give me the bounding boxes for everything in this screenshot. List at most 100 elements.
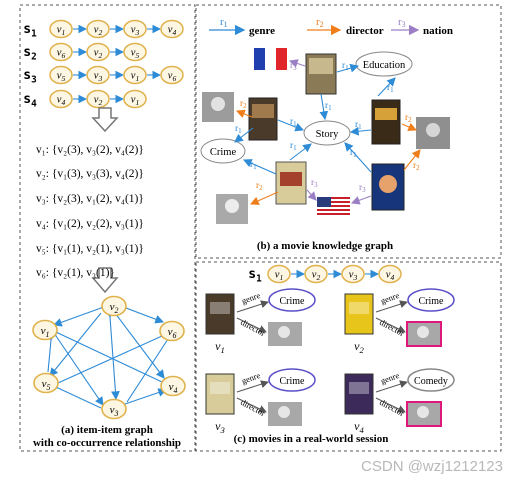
kg-edge-label: r3: [359, 183, 366, 194]
graph-node: [160, 375, 186, 397]
session-label: s1: [23, 22, 37, 39]
item-node-label: v1: [57, 25, 65, 38]
item-node-label: v5: [131, 48, 140, 61]
kg-edge-label: r2: [240, 99, 247, 110]
legend-genre: genre: [249, 25, 275, 37]
kg-edge-label: r1: [290, 141, 297, 152]
movie-poster: [205, 373, 235, 415]
item-node: [49, 65, 73, 85]
legend-r1-symbol: r1: [220, 16, 228, 29]
item-node-label: v1: [131, 71, 139, 84]
movie-poster: [344, 373, 374, 415]
kg-edges: [234, 59, 421, 205]
graph-node-label: v3: [110, 404, 119, 418]
kg-node-story-label: Story: [316, 129, 340, 140]
cooc-line: v₆: {v₂(1), v₃(1)}: [36, 267, 115, 279]
item-node-label: v2: [312, 270, 321, 283]
movie-poster: [344, 293, 374, 335]
kg-edge-label: r1: [235, 124, 242, 135]
item-node: [49, 42, 73, 62]
item-node: [86, 65, 110, 85]
director-edge-label: director: [378, 317, 406, 338]
item-node-label: v2: [94, 25, 103, 38]
movie-cards: v1genredirectorCrimev2genredirectorCrime…: [205, 288, 455, 435]
genre-edge-label: genre: [379, 290, 400, 306]
watermark: CSDN @wzj1212123: [361, 458, 503, 475]
genre-node-label: Crime: [419, 296, 445, 307]
kg-node-crime: [200, 138, 246, 164]
panel-c-border: [195, 261, 502, 452]
item-node: [86, 42, 110, 62]
caption-b: (b) a movie knowledge graph: [257, 240, 393, 252]
legend-nation: nation: [423, 25, 453, 37]
item-node-label: v4: [57, 95, 66, 108]
item-node: [304, 264, 328, 284]
kg-edge-label: r2: [405, 113, 412, 124]
item-node: [86, 19, 110, 39]
cooc-line: v₁: {v₂(3), v₃(2), v₄(2)}: [36, 144, 144, 156]
down-arrow-1: [91, 107, 119, 133]
item-node: [378, 264, 402, 284]
item-node: [123, 89, 147, 109]
movie-name: v2: [354, 339, 364, 355]
genre-node: [407, 288, 455, 312]
kg-node-crime-label: Crime: [210, 147, 237, 158]
kg-edge-label: r1: [350, 148, 357, 159]
kg-edge-label: r3: [311, 178, 318, 189]
kg-legend: r1 genre r2 director r3 nation: [209, 16, 453, 37]
item-node-label: v4: [386, 270, 395, 283]
kg-edge-label: r2: [413, 161, 420, 172]
item-node-label: v3: [94, 71, 103, 84]
session-c-label: s1: [248, 267, 262, 284]
item-node-label: v2: [94, 48, 103, 61]
session-label: s3: [23, 68, 37, 85]
caption-c: (c) movies in a real-world session: [234, 433, 389, 445]
flag-usa-icon: [317, 197, 350, 216]
legend-r3-symbol: r3: [398, 16, 406, 29]
item-node: [49, 89, 73, 109]
graph-node: [32, 319, 58, 341]
genre-node: [268, 368, 316, 392]
genre-edge-label: genre: [240, 290, 261, 306]
kg-edge-label: r1: [290, 117, 297, 128]
movie-name: v1: [215, 339, 225, 355]
cooc-line: v₄: {v₁(2), v₂(2), v₃(1)}: [36, 218, 144, 230]
item-node: [341, 264, 365, 284]
graph-node-label: v4: [169, 381, 178, 395]
kg-edge-label: r1: [325, 101, 332, 112]
item-node-label: v3: [349, 270, 358, 283]
genre-node-label: Comedy: [414, 376, 448, 387]
panel-b-border: [195, 4, 502, 259]
item-node-label: v5: [57, 71, 66, 84]
kg-edge-label: r3: [290, 61, 297, 72]
cooc-line: v₃: {v₂(3), v₁(2), v₄(1)}: [36, 193, 144, 205]
cooc-line: v₅: {v₁(1), v₂(1), v₃(1)}: [36, 243, 144, 255]
kg-edge-labels: r1 r1 r3 r1 r2 r1 r1 r1 r2 r1 r1 r2 r3 r…: [235, 61, 420, 194]
down-arrow-2: [91, 267, 119, 294]
genre-edge-label: genre: [379, 370, 400, 386]
movie-poster: [205, 293, 235, 335]
graph-node-label: v1: [41, 325, 50, 339]
kg-edge-label: r1: [355, 120, 362, 131]
kg-edge-label: r1: [342, 61, 349, 72]
graph-node-label: v6: [168, 326, 177, 340]
director-edge-label: director: [378, 397, 406, 418]
graph-node-label: v5: [42, 378, 51, 392]
poster-image: [371, 163, 405, 211]
item-graph-edges: [47, 301, 176, 412]
kg-edge-label: r1: [387, 83, 394, 94]
item-node-label: v6: [168, 71, 177, 84]
director-edge-label: director: [239, 397, 267, 418]
genre-node: [268, 288, 316, 312]
item-node: [123, 42, 147, 62]
genre-edge-label: genre: [240, 370, 261, 386]
flag-france-icon: [254, 48, 287, 70]
item-node-label: v2: [94, 95, 103, 108]
item-node-label: v3: [131, 25, 140, 38]
item-node: [123, 65, 147, 85]
item-node-label: v4: [168, 25, 177, 38]
